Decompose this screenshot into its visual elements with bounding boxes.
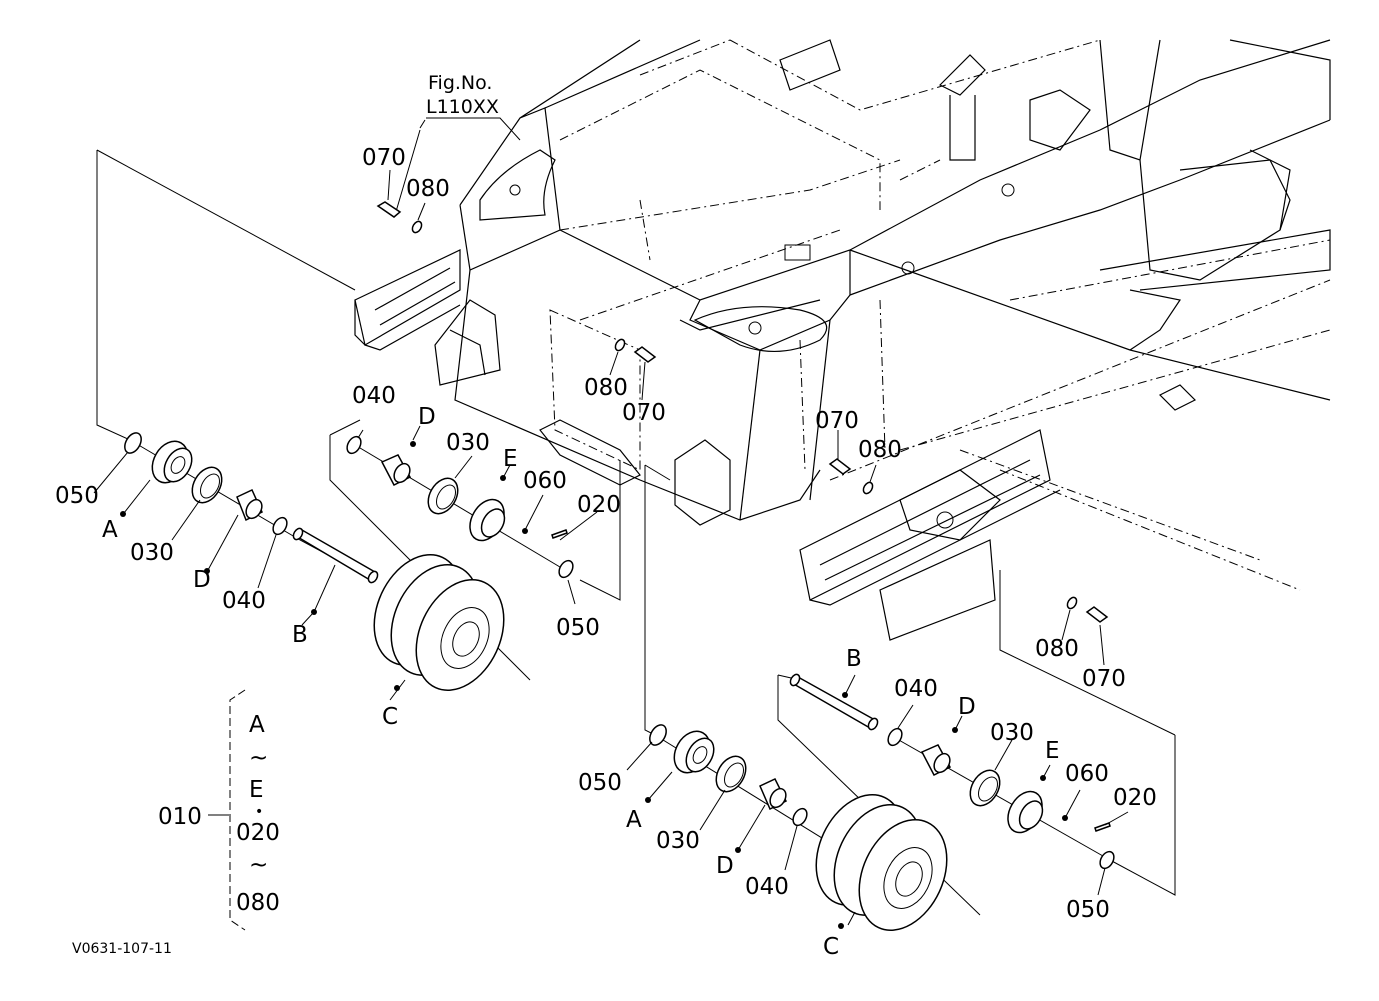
- part-B-shaft: [292, 527, 379, 584]
- washer-080-far: [1066, 596, 1078, 610]
- kit-range-end: E: [249, 777, 264, 803]
- callout-070: 070: [815, 408, 859, 434]
- part-040-oring-r2: [887, 727, 903, 747]
- callout-030: 030: [990, 720, 1034, 746]
- kit-brace: [229, 689, 246, 931]
- track-frame-structure: [354, 39, 1331, 641]
- part-040-oring-r: [792, 807, 808, 827]
- bolts-and-washers: [376, 201, 1109, 623]
- part-030-seal: [191, 466, 223, 504]
- washer-080-mid: [614, 338, 626, 352]
- kit-dot: •: [255, 804, 263, 820]
- kit-range-start: A: [249, 712, 265, 738]
- callout-B: B: [846, 646, 862, 672]
- figure-reference: Fig.No. L110XX: [426, 72, 521, 141]
- fig-no-value: L110XX: [426, 96, 499, 118]
- kit-legend: 010 A ~ E • 020 ~ 080: [158, 712, 280, 916]
- callout-A: A: [102, 517, 118, 543]
- washer-080-right: [862, 481, 874, 495]
- callout-020: 020: [577, 492, 621, 518]
- part-E-end-cap-r: [1007, 790, 1044, 834]
- part-D-bushing-inner: [380, 454, 412, 487]
- part-040-oring: [272, 516, 288, 536]
- part-E-end-cap: [469, 498, 506, 542]
- callout-dots: [120, 441, 1068, 929]
- callout-E: E: [503, 446, 518, 472]
- part-050-ring-r: [649, 724, 667, 746]
- right-idler-parts: [649, 673, 1115, 931]
- part-A-bearing-housing-r: [673, 730, 715, 774]
- part-C-idler-wheel: [373, 554, 505, 691]
- callout-040: 040: [745, 874, 789, 900]
- part-050-ring-inner: [558, 559, 574, 579]
- callout-070: 070: [1082, 666, 1126, 692]
- callout-070: 070: [362, 145, 406, 171]
- callout-050: 050: [55, 483, 99, 509]
- callout-leaders: [93, 169, 1129, 926]
- callout-050: 050: [556, 615, 600, 641]
- callout-080: 080: [1035, 636, 1079, 662]
- callout-080: 080: [858, 437, 902, 463]
- callout-B: B: [292, 622, 308, 648]
- part-030-seal-inner: [427, 477, 459, 515]
- part-B-shaft-r: [789, 673, 879, 731]
- callout-040: 040: [222, 588, 266, 614]
- part-D-bushing: [236, 489, 263, 522]
- callout-060: 060: [523, 468, 567, 494]
- part-A-bearing-housing: [151, 440, 193, 484]
- callout-A: A: [626, 807, 642, 833]
- callout-D: D: [193, 567, 211, 593]
- callout-070: 070: [622, 400, 666, 426]
- callout-030: 030: [446, 430, 490, 456]
- callout-060: 060: [1065, 761, 1109, 787]
- part-D-bushing-r: [759, 778, 788, 811]
- callout-labels: 070 080 080 070 070 080 080 070 050 A 03…: [55, 145, 1157, 960]
- callout-C: C: [382, 704, 398, 730]
- fig-no-label: Fig.No.: [428, 72, 492, 94]
- kit-label: 010: [158, 804, 202, 830]
- kit-range2-tilde: ~: [249, 852, 268, 878]
- callout-080: 080: [584, 375, 628, 401]
- part-020-pin: [551, 529, 568, 539]
- kit-range2-start: 020: [236, 820, 280, 846]
- washer-080-top: [411, 220, 423, 234]
- part-020-pin-r: [1094, 822, 1111, 832]
- callout-050: 050: [1066, 897, 1110, 923]
- part-030-seal-r2: [969, 769, 1001, 807]
- callout-050: 050: [578, 770, 622, 796]
- callout-040: 040: [352, 383, 396, 409]
- bolt-070-top: [376, 201, 402, 218]
- part-D-bushing-r2: [920, 744, 952, 777]
- callout-040: 040: [894, 676, 938, 702]
- bolt-070-far: [1085, 606, 1109, 623]
- callout-D: D: [716, 853, 734, 879]
- kit-range2-end: 080: [236, 890, 280, 916]
- part-C-idler-wheel-r: [815, 794, 948, 931]
- drawing-code: V0631-107-11: [72, 941, 172, 957]
- part-050-ring-r2: [1099, 850, 1115, 870]
- part-040-oring-inner: [346, 435, 362, 455]
- bolt-070-right: [828, 458, 852, 475]
- callout-030: 030: [656, 828, 700, 854]
- kit-range-tilde: ~: [249, 745, 268, 771]
- bolt-070-mid: [633, 346, 657, 363]
- callout-C: C: [823, 934, 839, 960]
- callout-080: 080: [406, 176, 450, 202]
- callout-030: 030: [130, 540, 174, 566]
- callout-020: 020: [1113, 785, 1157, 811]
- left-idler-parts: [124, 432, 574, 691]
- part-030-seal-r: [715, 755, 747, 793]
- callout-E: E: [1045, 738, 1060, 764]
- part-050-ring: [124, 432, 142, 454]
- callout-D: D: [418, 404, 436, 430]
- callout-D: D: [958, 694, 976, 720]
